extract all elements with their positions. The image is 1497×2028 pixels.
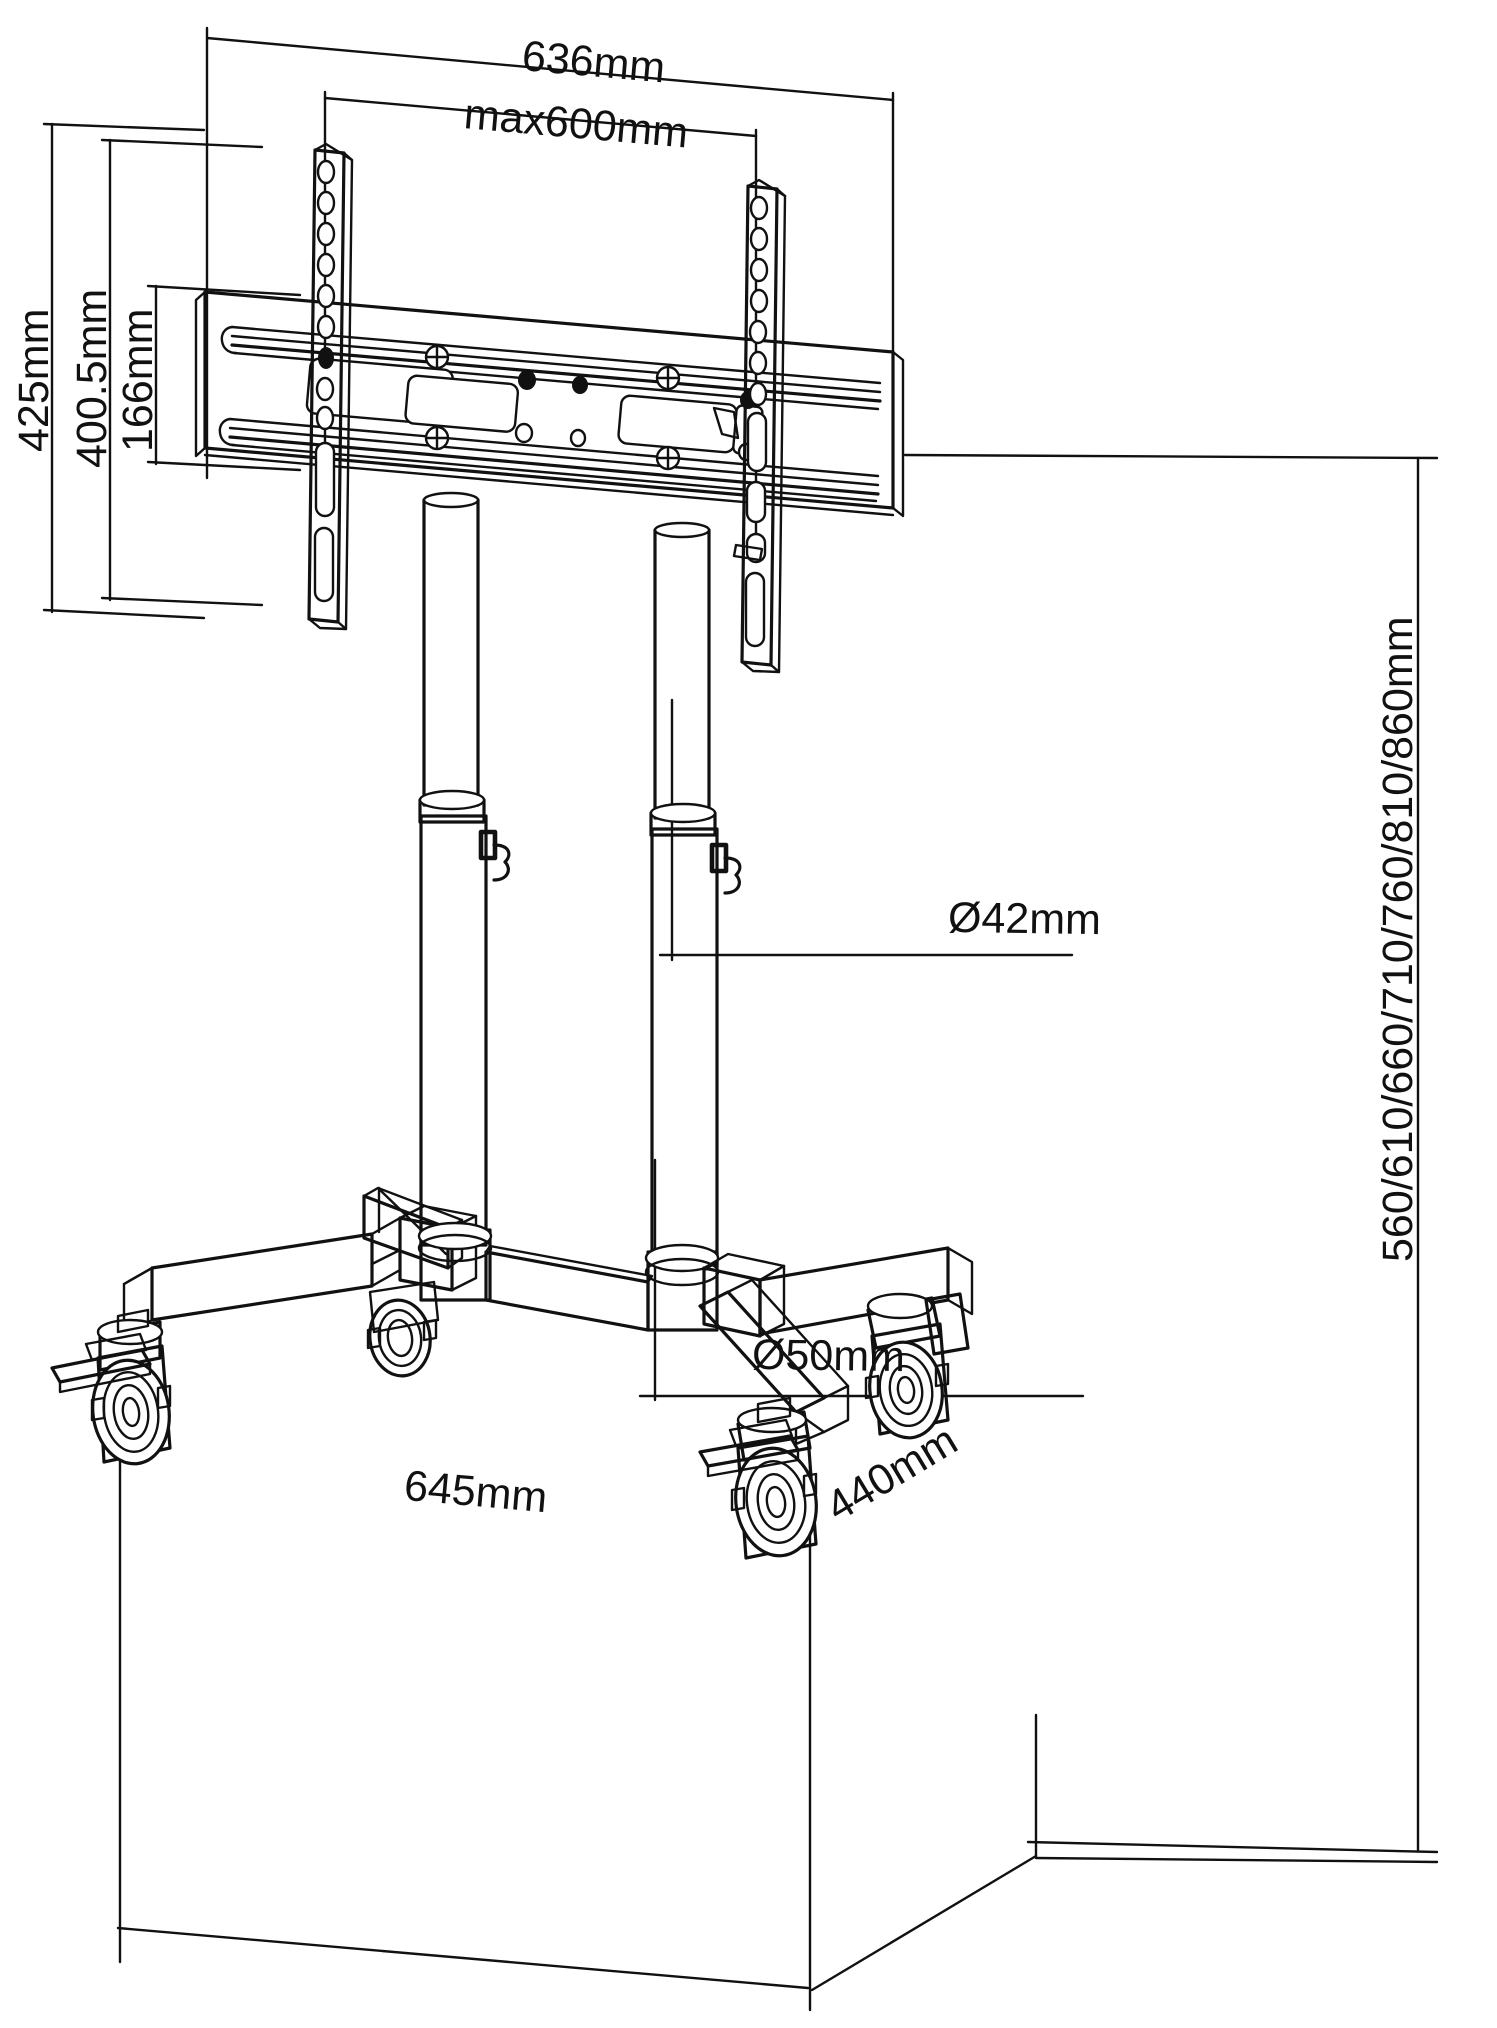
base-crossbar: [484, 1250, 650, 1332]
bracket-hook-tab: [712, 406, 740, 440]
screw-head: [424, 344, 450, 370]
dimension-label-vesa-width: max600mm: [462, 90, 690, 157]
right-lock-knob-handle: [723, 856, 742, 895]
bracket-left-cap: [194, 290, 207, 458]
rail-bot-left-end: [218, 417, 236, 447]
upper-tubes: [418, 491, 742, 1267]
ext-line-400-bottom: [100, 596, 264, 607]
right-lock-knob-base: [709, 842, 729, 874]
caster-front-left: [50, 1308, 172, 1466]
hole-filled-2: [572, 376, 588, 394]
left-upper-tube: [422, 498, 480, 807]
right-upper-tube-top: [653, 521, 711, 539]
dimension-label-overall-height: 425mm: [10, 309, 58, 452]
caster-left-stem-nut: [116, 1308, 150, 1334]
caster-rear-left: [366, 1280, 440, 1378]
rail-top-left-end: [220, 325, 238, 355]
screw-head: [655, 365, 681, 391]
caster-rr-bracket: [924, 1292, 970, 1356]
vesa-strip-right: [712, 178, 787, 674]
left-upper-tube-top: [422, 491, 480, 509]
dim-line-645: [116, 1926, 810, 1990]
rail-bot-a: [228, 417, 880, 478]
hole-open-2: [569, 428, 587, 448]
rail-top-a: [230, 325, 882, 385]
right-upper-tube: [653, 528, 711, 820]
ext-line-425-top: [42, 122, 206, 132]
ext-line-range-top: [903, 453, 1439, 460]
dimension-label-vesa-height: 400.5mm: [68, 289, 116, 468]
leg-front-left: [150, 1232, 374, 1322]
ext-line-425-bottom: [42, 608, 206, 620]
caster-front-right: [698, 1396, 818, 1560]
dimension-label-overall-width: 636mm: [520, 32, 667, 92]
hole-filled-1: [518, 370, 536, 390]
tv-mount-bracket: [194, 290, 905, 518]
left-lock-knob-base: [478, 829, 498, 861]
ext-line-440-to-right: [1034, 1856, 1439, 1864]
bracket-right-cap: [891, 350, 905, 518]
base-frame: [122, 1186, 974, 1446]
dim-line-600: [323, 96, 758, 138]
ext-line-range-bottom: [1026, 1840, 1439, 1854]
dim-line-636: [205, 36, 895, 102]
dimension-lines-group: [42, 26, 1439, 2012]
screw-head: [655, 445, 681, 471]
vesa-strip-left: [307, 142, 354, 631]
rail-bot-c: [228, 435, 880, 496]
caster-rear-right: [864, 1292, 970, 1440]
left-lower-tube: [419, 814, 488, 1247]
dimension-text-labels: 636mm max600mm 425mm 400.5mm 166mm Ø42mm…: [10, 32, 1422, 1262]
hole-open-1: [514, 422, 534, 444]
ext-line-166-top: [146, 284, 302, 297]
ext-line-166-bottom: [146, 460, 302, 472]
left-lock-knob-handle: [492, 843, 511, 882]
screw-head: [424, 425, 450, 451]
dimension-label-rail-spacing: 166mm: [114, 309, 162, 452]
ext-line-400-top: [100, 138, 264, 149]
bracket-slot-center: [404, 374, 520, 433]
rail-bot-b: [228, 426, 880, 487]
dimension-label-height-range: 560/610/660/710/760/810/860mm: [1374, 616, 1422, 1262]
right-lower-tube: [650, 827, 719, 1267]
dim-line-440: [810, 1854, 1038, 1992]
bracket-screws: [424, 344, 681, 471]
